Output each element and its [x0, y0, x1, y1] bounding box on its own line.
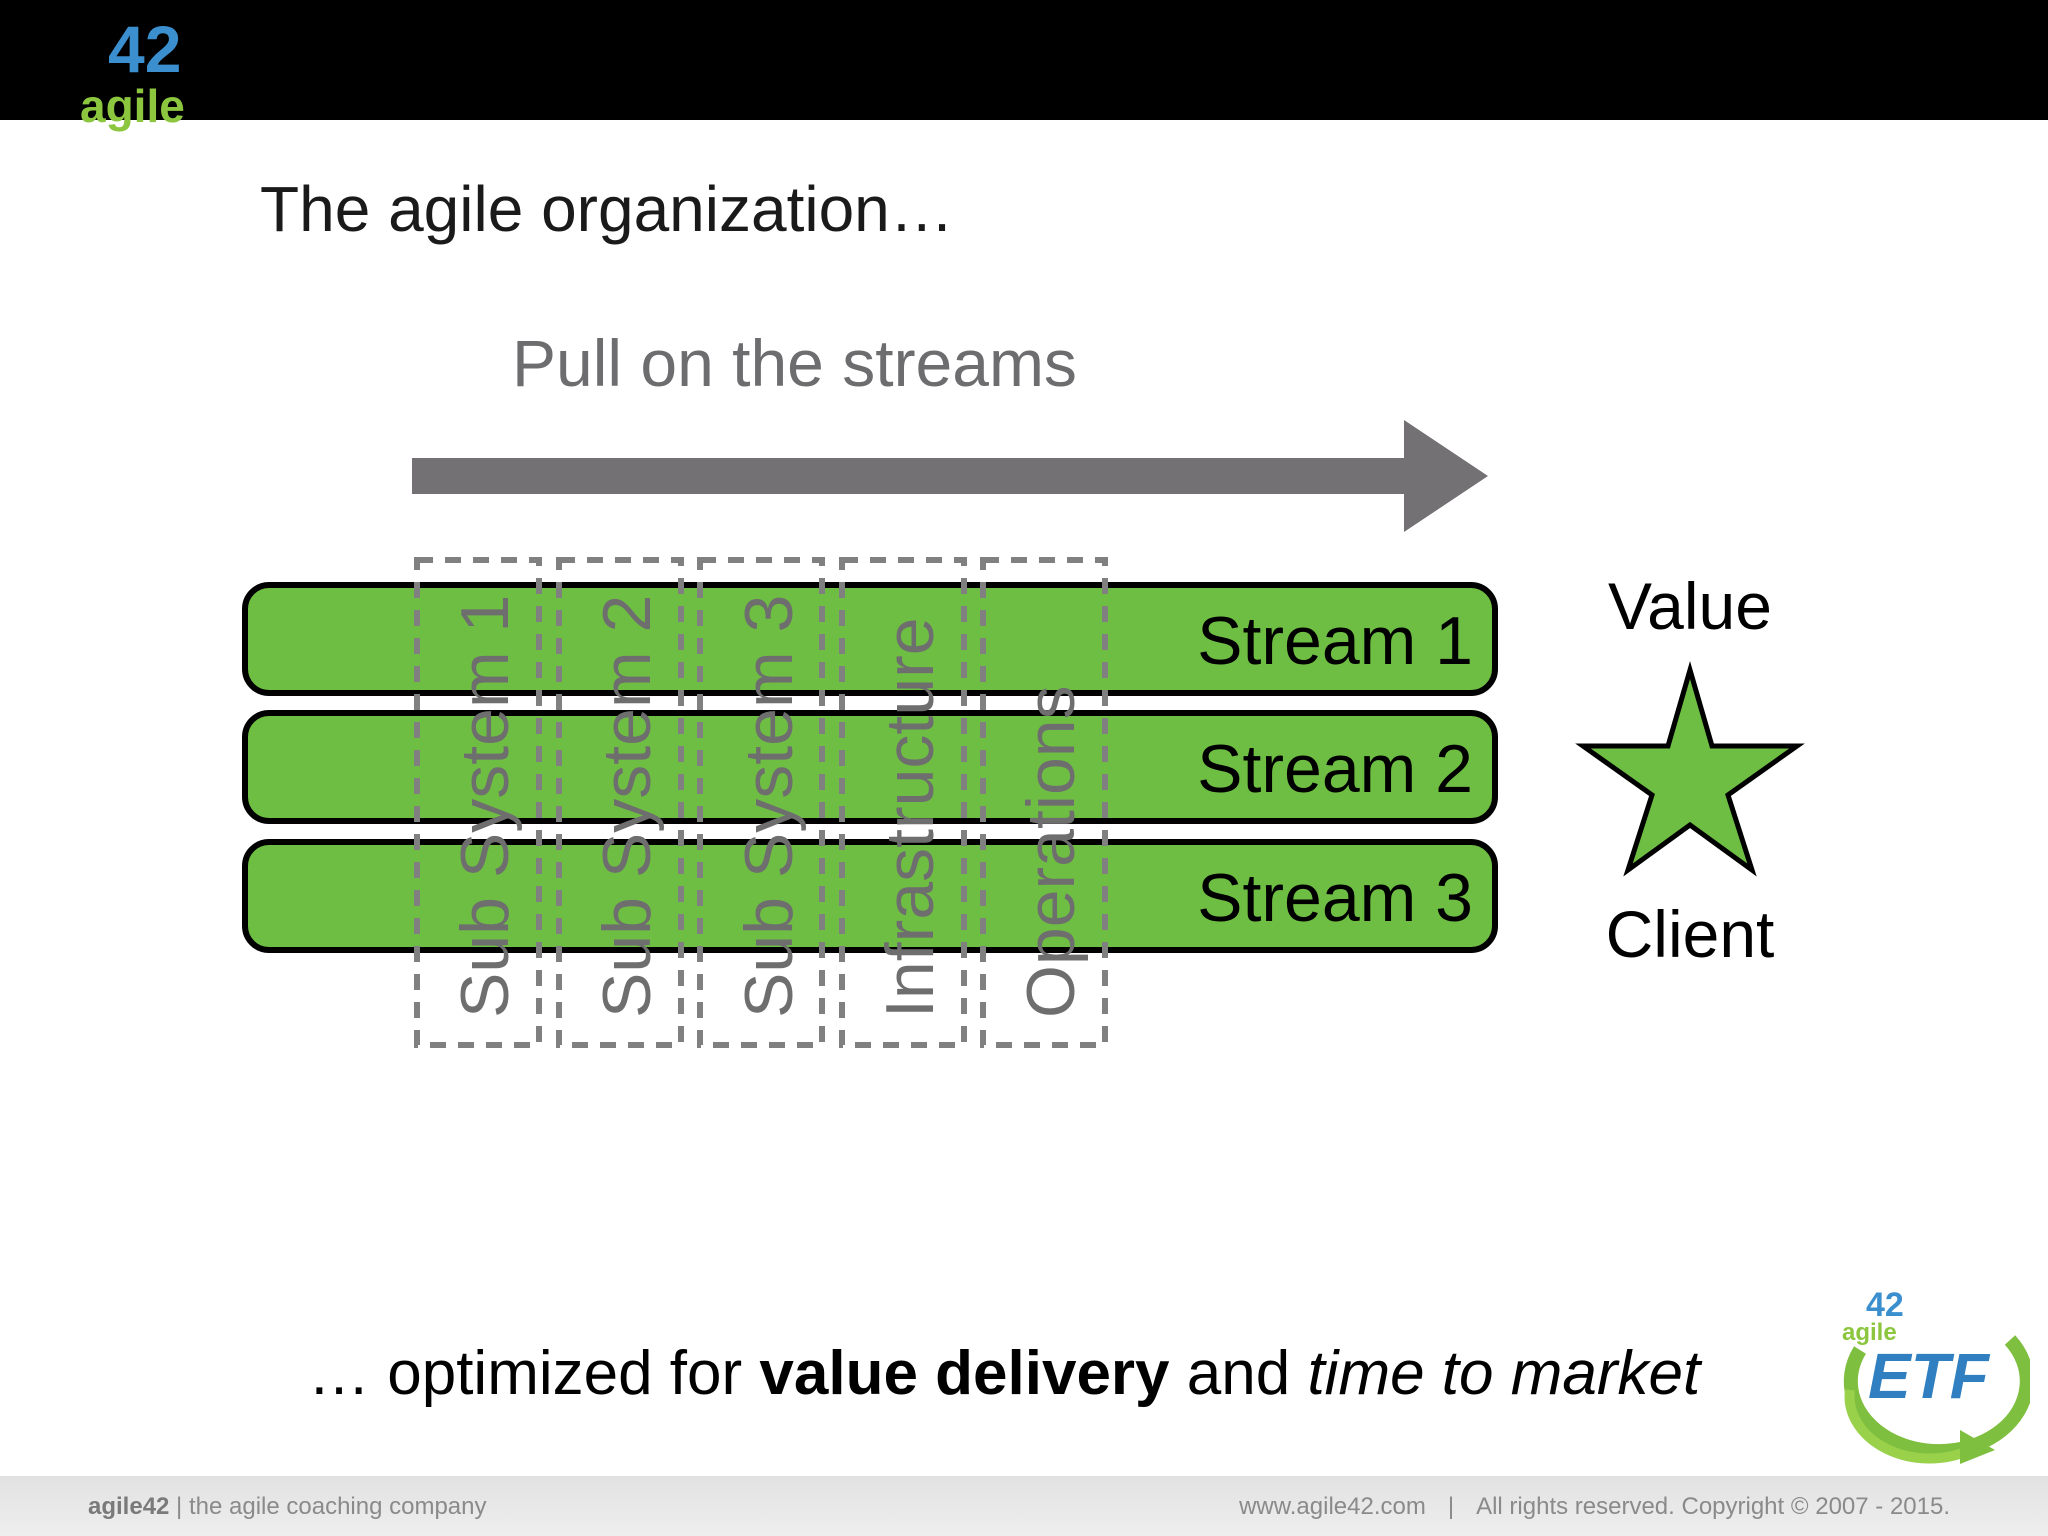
- tagline-middle: and: [1169, 1339, 1308, 1408]
- client-label: Client: [1605, 897, 1775, 971]
- tagline-bold: value delivery: [759, 1339, 1170, 1408]
- value-star-icon: [1575, 661, 1805, 877]
- tagline-italic: time to market: [1307, 1339, 1701, 1408]
- subsystem-column-2: [556, 557, 684, 1048]
- etf-logo: 42 agile ETF: [1842, 1286, 2030, 1464]
- subsystem-label-2: Sub System 2: [589, 594, 665, 1018]
- stream-label-1: Stream 1: [1197, 603, 1473, 679]
- subsystem-column-3: [697, 557, 825, 1048]
- stream-label-2: Stream 2: [1197, 731, 1473, 807]
- footer-left: agile42 | the agile coaching company: [88, 1493, 487, 1521]
- subsystem-label-4: Infrastructure: [872, 617, 948, 1018]
- tagline-prefix: … optimized for: [308, 1339, 760, 1408]
- slide-title: The agile organization…: [260, 173, 954, 245]
- logo-number: 42: [108, 12, 181, 86]
- logo-word: agile: [80, 80, 185, 132]
- etf-logo-letters: ETF: [1868, 1340, 1991, 1412]
- pull-label: Pull on the streams: [512, 326, 1077, 400]
- footer-brand: agile42: [88, 1493, 170, 1520]
- footer-company-tagline: the agile coaching company: [188, 1493, 487, 1520]
- footer-separator: |: [169, 1493, 189, 1520]
- etf-logo-word: agile: [1842, 1319, 1897, 1346]
- subsystem-label-3: Sub System 3: [731, 594, 807, 1018]
- footer-divider: |: [1447, 1493, 1455, 1520]
- subsystem-label-1: Sub System 1: [447, 594, 523, 1018]
- subsystem-column-1: [414, 557, 542, 1048]
- value-label: Value: [1608, 569, 1772, 643]
- footer-right: www.agile42.com | All rights reserved. Cop…: [1239, 1493, 1950, 1521]
- subsystem-column-5: [980, 557, 1108, 1048]
- stream-label-3: Stream 3: [1197, 860, 1473, 936]
- footer-website[interactable]: www.agile42.com: [1239, 1493, 1426, 1520]
- footer-copyright: All rights reserved. Copyright © 2007 - …: [1476, 1493, 1950, 1520]
- agile42-logo: 42 agile: [80, 12, 185, 132]
- subsystem-column-4: [839, 557, 967, 1048]
- etf-logo-number: 42: [1866, 1286, 1904, 1324]
- footer-bar: [0, 1476, 2048, 1536]
- top-bar: [0, 0, 2048, 120]
- pull-arrow: [412, 420, 1488, 532]
- tagline: … optimized for value delivery and time …: [308, 1338, 1700, 1409]
